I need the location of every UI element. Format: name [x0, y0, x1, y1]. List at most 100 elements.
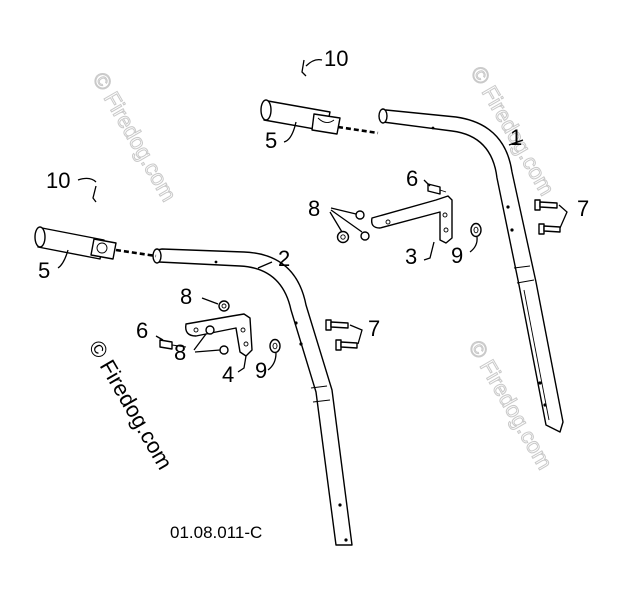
bolt-7-right-a-shank — [539, 201, 558, 209]
bolt-7-left-a-head — [325, 319, 332, 331]
bolt-7-left-b-shank — [340, 341, 358, 349]
callout-1: 1 — [510, 125, 522, 150]
washer-8-lower-b — [219, 345, 229, 355]
nut-8-lower-top-hole — [221, 303, 227, 309]
hole-right-3 — [538, 381, 542, 385]
leader-4 — [237, 355, 247, 373]
handle-end-left — [152, 248, 162, 264]
grip-switch-detail-upper — [317, 117, 335, 123]
leader-10-lower — [77, 177, 97, 183]
washer-9-upper-hole — [473, 226, 479, 234]
hole-left-4 — [344, 538, 348, 542]
bolt-7-left-b-head — [335, 339, 342, 351]
pin-10-lower — [77, 177, 97, 203]
pin-10-upper-shape — [301, 59, 307, 77]
callout-3: 3 — [405, 244, 417, 269]
callout-8-lower: 8 — [174, 340, 186, 365]
washer-9-upper — [470, 222, 482, 238]
nut-8-upper-a-hole — [340, 234, 346, 240]
watermark-bottom-left: © Firedog.com — [84, 336, 178, 474]
leader-8-lower — [193, 333, 221, 353]
leader-5-upper — [283, 121, 297, 143]
callout-5-lower: 5 — [38, 258, 50, 283]
bracket-3 — [370, 195, 453, 244]
hole-right-4 — [543, 403, 547, 407]
bracket-4-assembly — [155, 297, 281, 373]
handle-end-right — [378, 108, 388, 124]
bolt-7-right-a-head — [534, 199, 541, 211]
handle-joint-left — [310, 385, 328, 389]
hole-right-2 — [510, 228, 514, 232]
grip-lower — [34, 226, 157, 269]
leader-8-lower-top — [201, 297, 219, 305]
callout-10-upper: 10 — [324, 46, 348, 71]
leader-8-upper — [329, 207, 363, 233]
handle-lower-seam-right — [523, 289, 550, 421]
watermark-top-left: © Firedog.com — [88, 68, 182, 206]
leader-5-lower — [57, 249, 69, 269]
leader-10-upper — [305, 58, 323, 67]
leader-7-right — [558, 204, 568, 229]
bracket-4-hole-a — [240, 327, 246, 333]
bolt-6-lower — [159, 339, 173, 350]
callout-9-lower: 9 — [255, 358, 267, 383]
drawing-code: 01.08.011-C — [170, 523, 262, 542]
grip-switch-upper — [311, 113, 341, 135]
grip-cable-upper — [337, 125, 379, 135]
grip-upper — [260, 99, 379, 143]
hole-left-1 — [294, 321, 298, 325]
washer-9-lower-hole — [272, 342, 278, 350]
callout-2: 2 — [278, 246, 290, 271]
handle-joint-right-2 — [516, 279, 535, 284]
bracket-3-hole-b — [443, 227, 449, 233]
leader-9-upper — [469, 236, 478, 253]
washer-8-lower-a — [205, 325, 215, 335]
leader-1 — [508, 139, 524, 146]
leader-3 — [423, 241, 435, 261]
callout-4: 4 — [222, 362, 234, 387]
leader-2 — [257, 261, 273, 269]
bolt-6-lower-shank — [171, 344, 187, 348]
grip-end-upper — [260, 99, 272, 121]
grip-switch-lower — [90, 238, 117, 260]
hole-left-3 — [338, 503, 342, 507]
washer-8-upper-c — [355, 210, 365, 220]
callout-6-upper: 6 — [406, 166, 418, 191]
hole-right-1 — [506, 205, 510, 209]
leader-6-upper — [423, 179, 431, 187]
nut-8-lower-top — [218, 300, 230, 312]
bolt-6-upper — [427, 183, 441, 195]
callout-9-upper: 9 — [451, 243, 463, 268]
callout-7-right: 7 — [577, 196, 589, 221]
bolt-7-right-b-head — [538, 223, 545, 235]
bolt-7-right-b-shank — [543, 225, 561, 233]
bracket-4-hole-b — [243, 341, 249, 347]
callout-8-lower-top: 8 — [180, 284, 192, 309]
bracket-4 — [185, 313, 253, 357]
pin-10-upper — [301, 58, 323, 77]
bolt-6-upper-shank — [439, 189, 447, 193]
grip-cable-lower — [115, 248, 157, 258]
hole-left-2 — [299, 342, 303, 346]
handle-joint-right — [513, 265, 531, 269]
callout-10-lower: 10 — [46, 168, 70, 193]
leader-6-lower — [155, 335, 164, 341]
bracket-3-hole-c — [385, 219, 391, 225]
nut-8-upper-a — [336, 230, 350, 244]
bolts-7-right — [534, 199, 568, 235]
callout-8-upper: 8 — [308, 196, 320, 221]
upper-handle-left — [152, 248, 353, 546]
grip-end-lower — [34, 226, 46, 248]
hole-right-5 — [431, 126, 435, 130]
bracket-4-hole-c — [193, 327, 199, 333]
callout-labels: 1 2 3 4 5 5 6 6 7 7 8 8 8 9 9 10 10 — [38, 46, 589, 387]
washer-9-lower — [269, 338, 281, 354]
grip-switch-lower-detail — [96, 242, 108, 254]
bracket-3-hole-a — [442, 212, 448, 218]
callout-7-left: 7 — [368, 316, 380, 341]
upper-handle-right — [378, 108, 564, 433]
hole-left-5 — [214, 260, 218, 264]
handle-joint-left-2 — [312, 399, 331, 403]
pin-10-lower-shape — [92, 185, 97, 203]
